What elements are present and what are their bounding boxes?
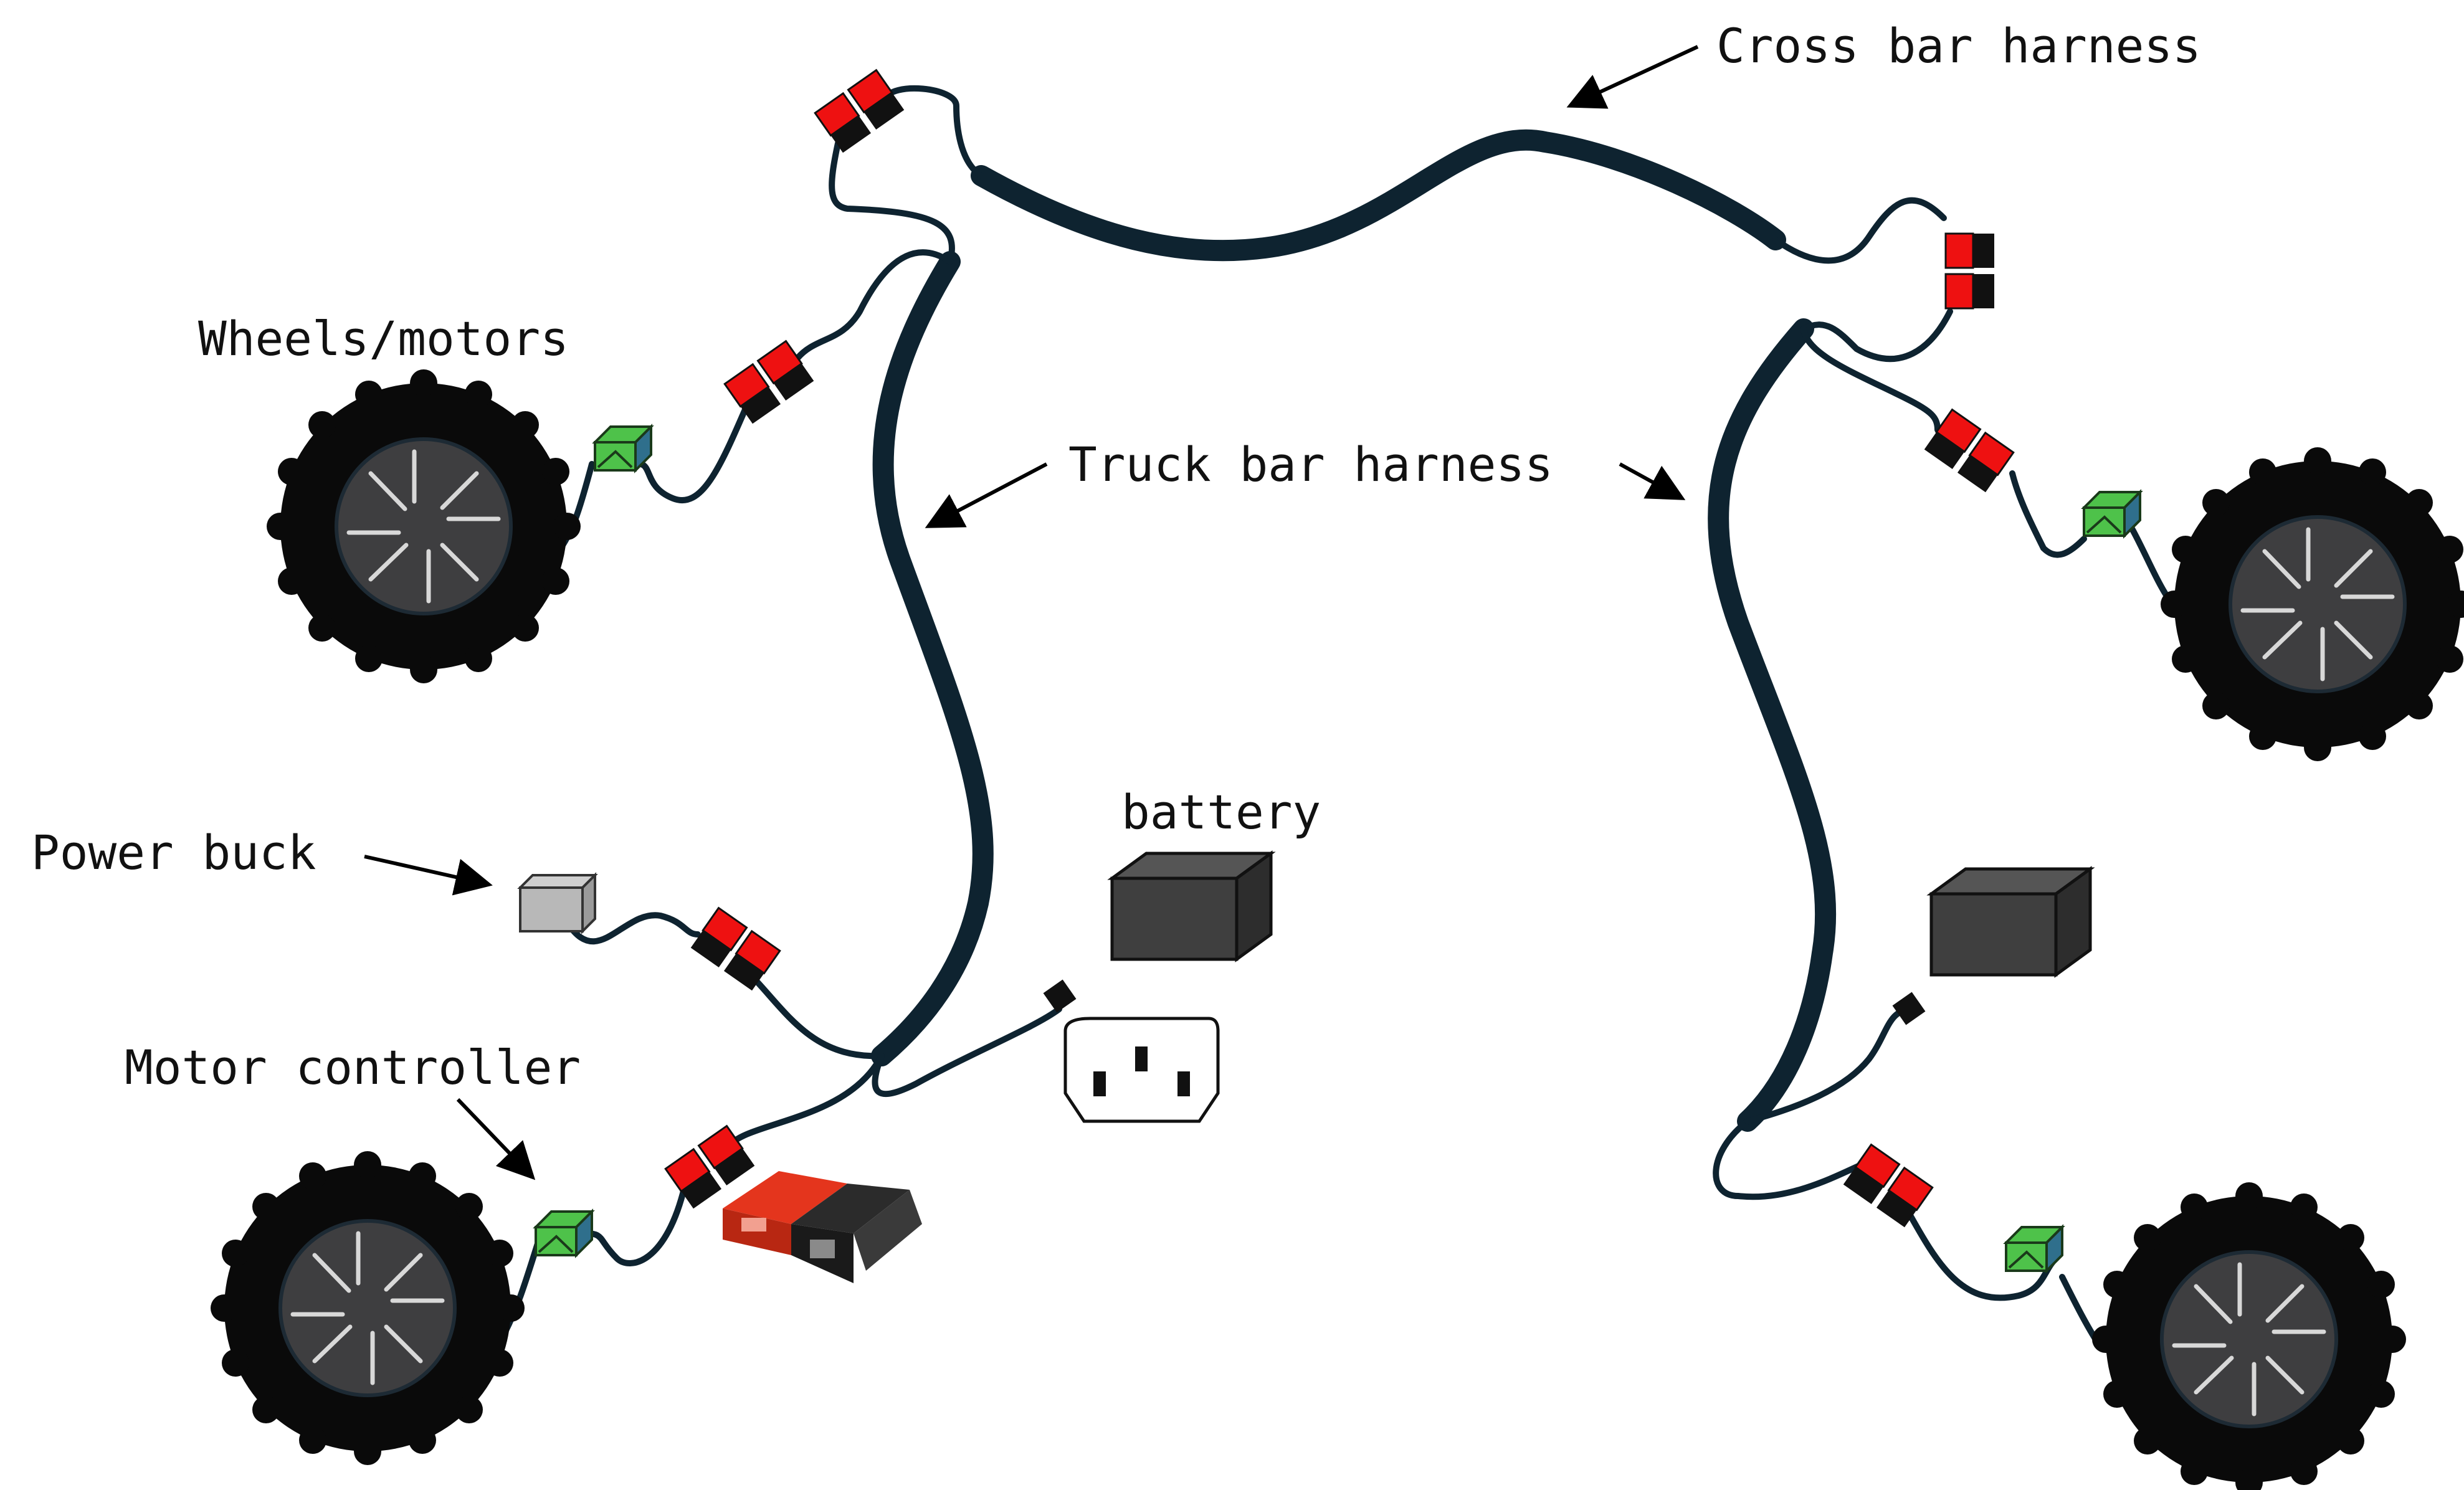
cross-bar-harness xyxy=(971,129,1786,262)
wires xyxy=(502,85,2171,1349)
power-buck-icon xyxy=(517,872,598,934)
motor-controller-icon xyxy=(594,425,652,472)
truck-bar-harness-label: Truck bar harness xyxy=(1068,437,1553,492)
anderson-connector-icon xyxy=(814,69,905,154)
anderson-plug-photo-icon xyxy=(723,1171,922,1283)
tire-icon xyxy=(2092,1182,2406,1490)
power-lead-plug-icon xyxy=(1892,992,1926,1025)
truck-bar-harness-right xyxy=(1708,318,1837,1132)
power-buck-label: Power buck xyxy=(31,825,316,880)
motor-controller-icon xyxy=(2083,491,2141,537)
tire-icon xyxy=(211,1151,525,1465)
tire-icon xyxy=(267,369,581,683)
tire-icon xyxy=(2161,447,2464,761)
truck-bar-harness-left xyxy=(871,251,994,1066)
iec-power-socket-icon xyxy=(1063,1017,1220,1123)
battery-icon xyxy=(1112,853,1271,959)
motor-controller-label: Motor controller xyxy=(125,1040,581,1095)
battery-icon xyxy=(1931,869,2090,975)
cross-bar-harness-label: Cross bar harness xyxy=(1716,18,2201,74)
battery-label: battery xyxy=(1121,784,1321,840)
anderson-connector-icon xyxy=(1944,232,1995,310)
motor-controller-icon xyxy=(535,1210,593,1256)
power-lead-plug-icon xyxy=(1043,979,1077,1013)
wheels-motors-label: Wheels/motors xyxy=(198,311,569,366)
anderson-connector-icon xyxy=(690,907,781,992)
anderson-connector-icon xyxy=(1842,1144,1934,1228)
motor-controller-icon xyxy=(2005,1226,2063,1272)
